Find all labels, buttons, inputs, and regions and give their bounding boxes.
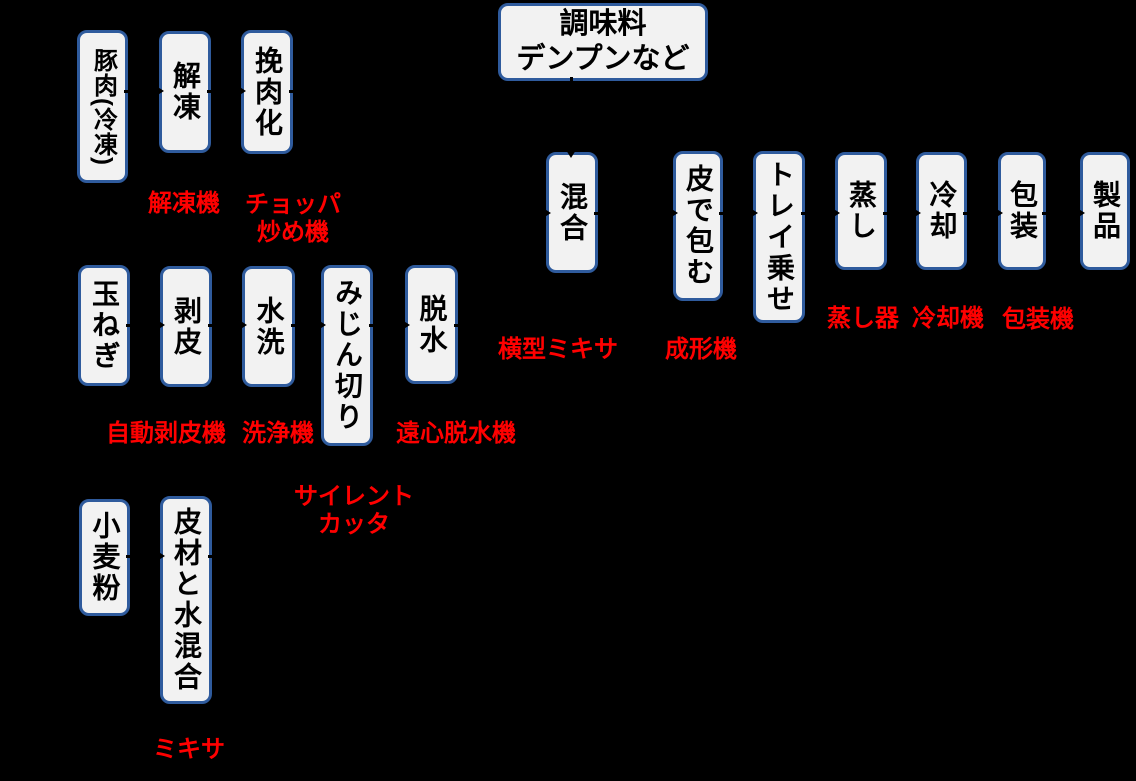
flow-arrowhead <box>670 208 678 218</box>
node-label: 挽肉化 <box>252 45 283 139</box>
flow-arrowhead <box>543 208 551 218</box>
machine-label-cooler: 冷却機 <box>912 305 984 332</box>
node-pork-frozen: 豚肉(冷凍) <box>77 30 128 183</box>
flow-arrow-line <box>126 555 157 558</box>
node-label: 水洗 <box>253 295 285 358</box>
node-washing: 水洗 <box>242 266 295 387</box>
node-label: 玉ねぎ <box>89 279 120 372</box>
machine-label-centrifugal-dehydrator: 遠心脱水機 <box>396 420 516 447</box>
flow-arrow-line <box>454 324 470 327</box>
node-wrapping: 皮で包む <box>673 151 723 301</box>
node-skin-water-mixing: 皮材と水混合 <box>160 496 212 704</box>
flow-arrow-line <box>1042 212 1077 215</box>
flow-arrow-line <box>883 212 913 215</box>
machine-label-packaging-machine: 包装機 <box>1002 306 1074 333</box>
flow-arrowhead <box>566 150 576 158</box>
node-packaging: 包装 <box>998 152 1046 270</box>
node-tray-loading: トレイ乗せ <box>753 151 805 323</box>
flow-arrowhead <box>156 86 164 96</box>
flow-arrow-line <box>594 212 670 215</box>
machine-label-horizontal-mixer: 横型ミキサ <box>498 336 618 363</box>
flow-arrowhead <box>157 320 165 330</box>
flow-arrowhead <box>157 551 165 561</box>
node-label: 解凍 <box>170 61 201 123</box>
flow-arrow-line <box>207 90 238 93</box>
node-wheat-flour: 小麦粉 <box>79 499 130 616</box>
node-product: 製品 <box>1080 152 1130 270</box>
flow-arrowhead <box>913 208 921 218</box>
node-label: 調味料 デンプンなど <box>516 8 690 75</box>
flow-arrow-line <box>719 212 750 215</box>
flow-arrow-line <box>208 555 224 558</box>
node-label: 蒸し <box>846 180 877 242</box>
node-label: 混合 <box>557 181 588 244</box>
flow-arrow-line <box>801 212 832 215</box>
node-mixing: 混合 <box>546 152 598 273</box>
flow-arrow-line <box>369 324 402 327</box>
node-label: 皮で包む <box>683 164 714 288</box>
node-label: 製品 <box>1090 180 1121 242</box>
machine-label-steamer: 蒸し器 <box>827 305 899 332</box>
node-seasoning-starch: 調味料 デンプンなど <box>498 3 708 81</box>
node-peeling: 剥皮 <box>160 266 212 387</box>
flow-arrowhead <box>995 208 1003 218</box>
flow-arrow-line <box>291 324 318 327</box>
flow-arrowhead <box>318 320 326 330</box>
flow-arrow-line <box>289 90 312 93</box>
node-cooling: 冷却 <box>916 152 967 270</box>
node-mincing: 挽肉化 <box>241 30 293 154</box>
flow-arrowhead <box>239 320 247 330</box>
flow-arrow-line <box>570 77 573 150</box>
machine-label-thawing-machine: 解凍機 <box>148 190 220 217</box>
node-label: 冷却 <box>926 180 958 242</box>
machine-label-mixer: ミキサ <box>153 736 225 763</box>
node-label: 皮材と水混合 <box>171 507 202 693</box>
node-label: 脱水 <box>416 293 448 356</box>
node-onion: 玉ねぎ <box>78 265 130 386</box>
flow-arrow-line <box>124 90 156 93</box>
flow-arrowhead <box>1077 208 1085 218</box>
flow-arrowhead <box>402 320 410 330</box>
flow-arrow-line <box>963 212 995 215</box>
flow-arrow-line <box>208 324 239 327</box>
machine-label-silent-cutter: サイレント カッタ <box>294 483 414 538</box>
node-chopping: みじん切り <box>321 265 373 446</box>
node-label: みじん切り <box>332 278 363 433</box>
node-label: 小麦粉 <box>89 511 121 604</box>
node-label: 剥皮 <box>171 295 202 358</box>
machine-label-auto-peeler: 自動剥皮機 <box>106 420 226 447</box>
flow-arrowhead <box>832 208 840 218</box>
node-label: 包装 <box>1007 180 1038 242</box>
flow-arrowhead <box>750 208 758 218</box>
flow-arrowhead <box>238 86 246 96</box>
machine-label-chopper-fryer: チョッパ 炒め機 <box>245 191 341 246</box>
flow-arrow-line <box>532 212 543 215</box>
flow-arrow-line <box>126 324 157 327</box>
node-label: 豚肉(冷凍) <box>89 47 117 166</box>
node-dewatering: 脱水 <box>405 265 458 384</box>
node-thaw: 解凍 <box>159 31 211 153</box>
node-steaming: 蒸し <box>835 152 887 270</box>
node-label: トレイ乗せ <box>764 159 795 315</box>
machine-label-washer: 洗浄機 <box>242 420 314 447</box>
machine-label-forming-machine: 成形機 <box>665 336 737 363</box>
